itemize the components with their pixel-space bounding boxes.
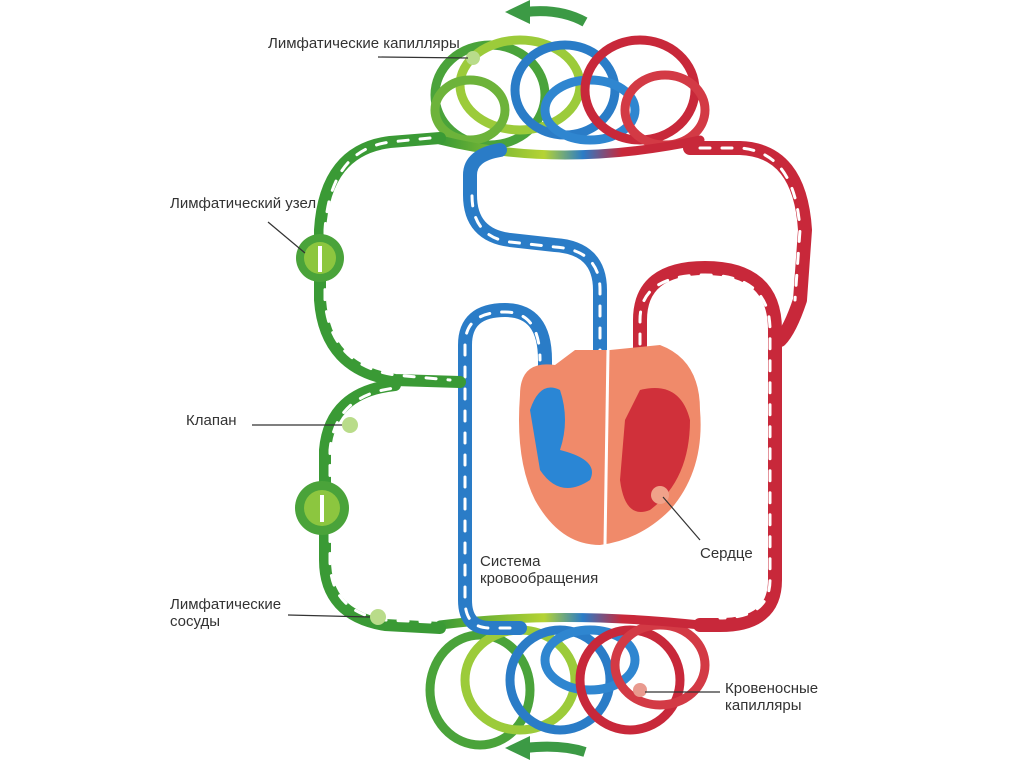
capillary-marker [466, 51, 480, 65]
valve-marker [342, 417, 358, 433]
heart [519, 345, 701, 546]
label-lymph-capillaries: Лимфатические капилляры [268, 35, 460, 52]
artery-outer [683, 141, 812, 347]
artery-inner [633, 261, 782, 632]
label-valve: Клапан [186, 412, 237, 429]
vessel-marker [370, 609, 386, 625]
lymph-node-upper [296, 234, 344, 282]
vein-lower [458, 303, 552, 635]
outflow-arrowhead-top [505, 0, 530, 24]
outflow-arrowhead-bottom [505, 736, 530, 760]
label-lymph-node: Лимфатический узел [170, 195, 317, 212]
bottom-capillary-network [425, 613, 710, 750]
label-blood-capillaries: Кровеносные капилляры [725, 680, 819, 714]
vein-upper [463, 143, 607, 367]
lymph-node-lower [295, 481, 349, 535]
outflow-arrow-bottom [524, 741, 587, 757]
outflow-arrow-top [524, 6, 588, 27]
top-capillary-network [430, 35, 710, 160]
lymph-vessel-lower [319, 379, 446, 634]
blood-capillary-marker [633, 683, 647, 697]
label-heart: Сердце [700, 545, 753, 562]
label-circulatory-system: Система кровообращения [480, 553, 599, 587]
label-lymph-vessels: Лимфатические сосуды [170, 596, 282, 630]
